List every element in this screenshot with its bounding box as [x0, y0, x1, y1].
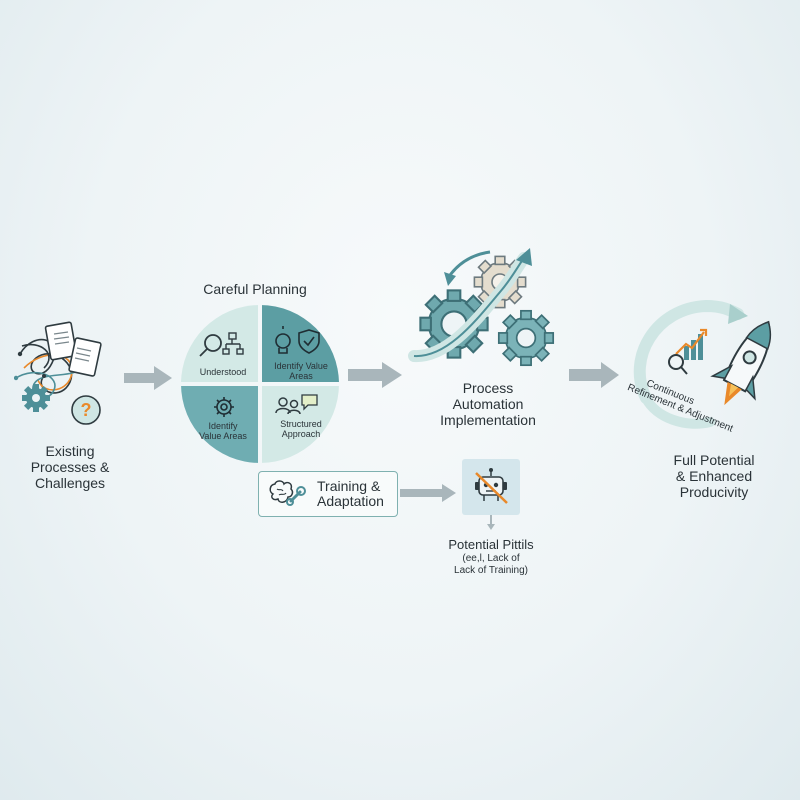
planning-title: Careful Planning	[203, 281, 307, 297]
existing-title: Existing Processes & Challenges	[20, 443, 120, 491]
pitfalls-title: Potential Pittils	[448, 537, 534, 552]
quadrant-br-line-1: Structured	[280, 419, 322, 429]
pitfall-box	[462, 459, 520, 515]
flow-arrow-3	[569, 362, 619, 388]
quadrant-tl-line-1: Understood	[199, 367, 247, 377]
planning-quadrant-chart: Understood Identify Value Areas Identify…	[179, 303, 341, 465]
training-box: Training & Adaptation	[258, 471, 398, 517]
gear-outline-icon	[214, 397, 234, 417]
rocket-illustration: Continuous Refinement & Adjustment	[626, 298, 776, 438]
brain-wrench-icon	[269, 480, 306, 506]
training-title-line-1: Training &	[317, 478, 381, 494]
flow-arrow-1	[124, 366, 172, 390]
robot-crossed-icon	[475, 468, 508, 504]
rocket-icon	[710, 320, 772, 406]
pitfalls-detail: (ee,l, Lack of Lack of Training)	[426, 553, 556, 577]
chart-icon	[675, 328, 708, 360]
magnifier-icon	[668, 354, 688, 375]
existing-title-line-3: Challenges	[34, 475, 106, 491]
existing-title-line-2: Processes &	[30, 459, 110, 475]
quadrant-bl-line-2: Value Areas	[199, 431, 247, 441]
flow-arrow-2	[348, 362, 402, 388]
org-chart-icon	[222, 332, 244, 355]
quadrant-tr-line-1: Identify Value	[274, 361, 328, 371]
quadrant-bl-line-1: Identify	[208, 421, 238, 431]
magnifier-icon	[199, 334, 222, 357]
documents-icon	[44, 321, 102, 377]
chat-icon	[301, 394, 318, 411]
pitfalls-detail-line-2: Lack of Training)	[454, 565, 528, 576]
people-icon	[275, 397, 301, 415]
quadrant-tr-line-2: Areas	[289, 371, 313, 381]
automation-title: Process Automation Implementation	[420, 380, 556, 428]
down-arrow	[487, 515, 495, 530]
shield-icon	[298, 329, 320, 354]
pitfalls-detail-line-1: (ee,l, Lack of	[462, 553, 520, 564]
automation-title-line-2: Automation	[452, 396, 524, 412]
gears-icon	[408, 248, 555, 367]
question-icon: ?	[71, 395, 101, 425]
training-title-line-2: Adaptation	[317, 493, 384, 509]
full-title-line-1: Full Potential	[673, 452, 755, 468]
svg-text:?: ?	[81, 400, 92, 420]
automation-title-line-1: Process	[462, 380, 514, 396]
existing-title-line-1: Existing	[45, 443, 95, 459]
full-title-line-3: Producivity	[679, 484, 749, 500]
existing-illustration: ?	[14, 318, 114, 428]
full-title-line-2: & Enhanced	[675, 468, 753, 484]
lightbulb-icon	[275, 326, 291, 354]
gear-icon	[22, 384, 50, 412]
quadrant-br-line-2: Approach	[281, 429, 321, 439]
flow-arrow-4	[400, 484, 456, 502]
gears-illustration	[408, 238, 568, 378]
automation-title-line-3: Implementation	[440, 412, 536, 428]
full-potential-title: Full Potential & Enhanced Producivity	[648, 452, 780, 500]
